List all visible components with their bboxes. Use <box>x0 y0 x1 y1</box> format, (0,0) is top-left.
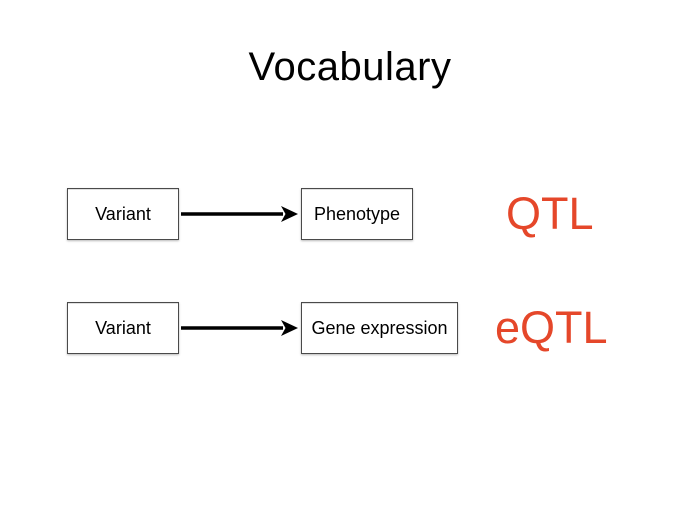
phenotype-box: Phenotype <box>301 188 413 240</box>
variant-box-row2: Variant <box>67 302 179 354</box>
arrow-right-icon <box>181 320 298 336</box>
arrow-right-icon <box>181 206 298 222</box>
phenotype-label: Phenotype <box>313 203 401 224</box>
variant-label-row2: Variant <box>95 317 151 338</box>
gene-expression-label: Gene expression <box>311 317 448 338</box>
variant-box-row1: Variant <box>67 188 179 240</box>
qtl-label: QTL <box>506 188 594 239</box>
variant-label-row1: Variant <box>95 203 151 224</box>
eqtl-label: eQTL <box>495 302 608 353</box>
slide-title: Vocabulary <box>248 45 452 89</box>
gene-expression-box: Gene expression <box>301 302 458 354</box>
